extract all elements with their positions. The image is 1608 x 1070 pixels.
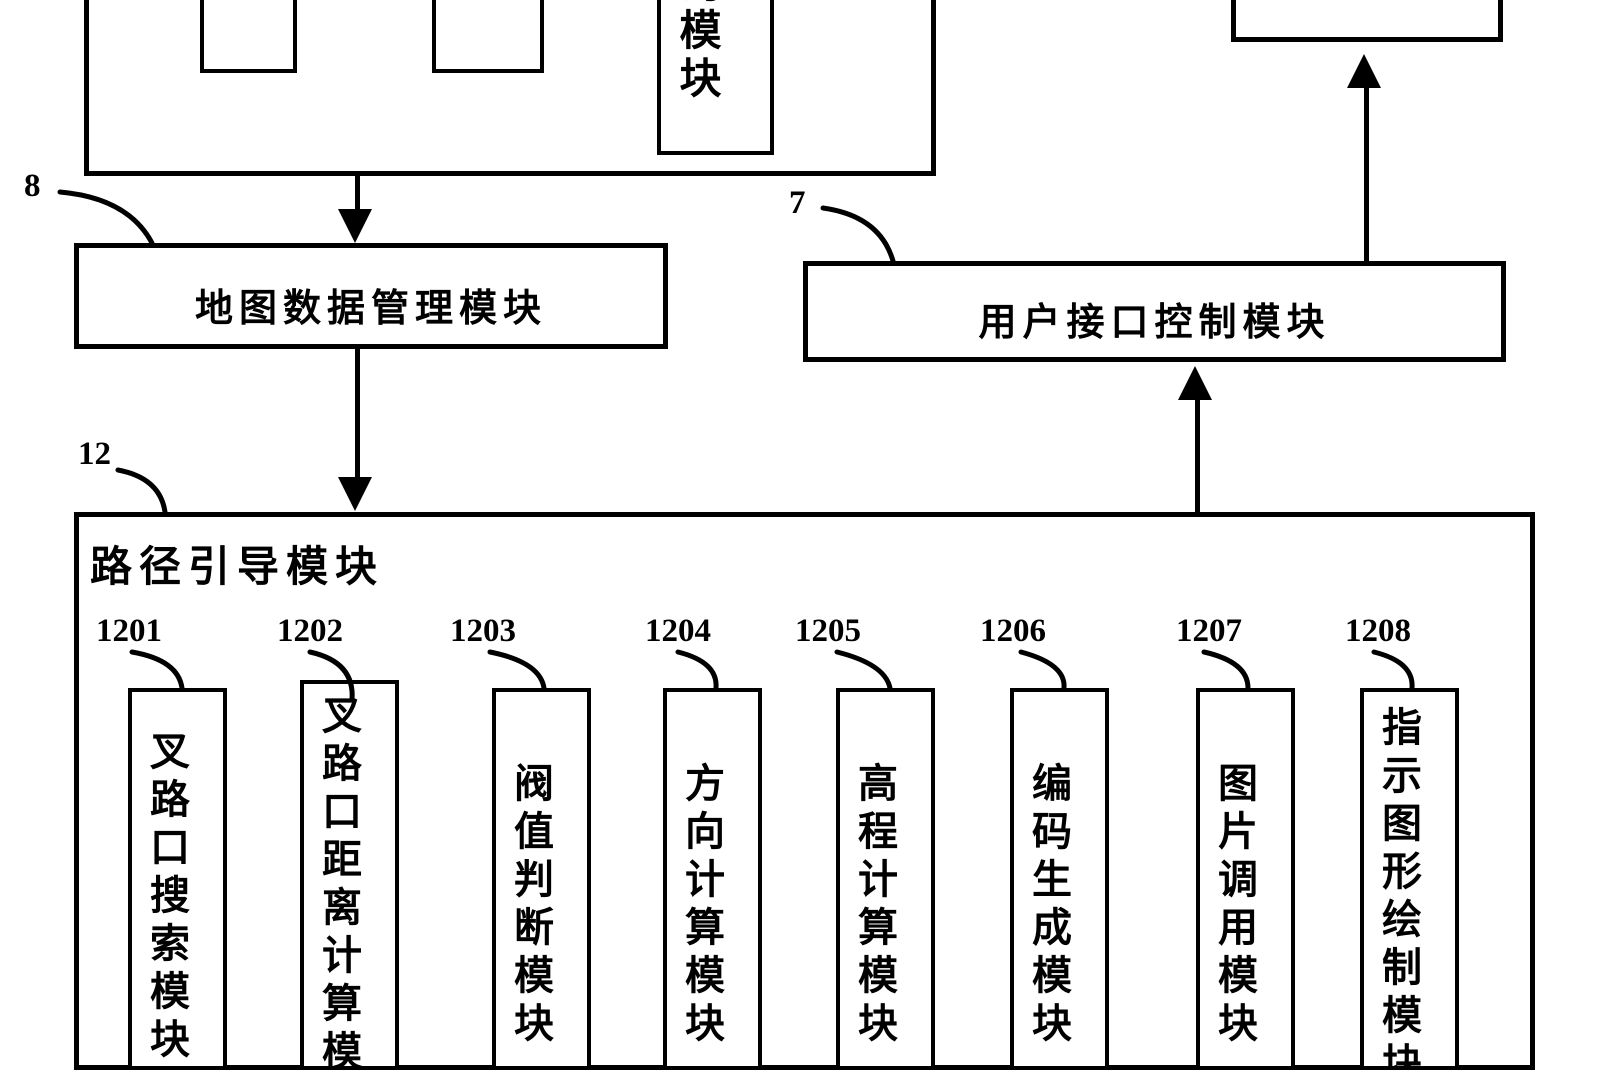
arrow-pathguidance-to-uicontrol: [1178, 366, 1212, 400]
arrow-mapdata-to-pathguidance: [338, 477, 372, 511]
submodule-label-1208: 指示图形绘制模块: [1375, 706, 1421, 1070]
submodule-box-1207: [1196, 688, 1295, 1070]
submodule-box-1205: [836, 688, 935, 1070]
ref-numeral-1203: 1203: [450, 613, 516, 649]
submodule-label-1202: 叉路口距离计算模块: [315, 694, 361, 1070]
path-guidance-module-label: 路径引导模块: [90, 542, 385, 591]
arrow-topcontainer-to-mapdata: [338, 209, 372, 243]
submodule-label-1205: 高程计算模块: [851, 762, 897, 1050]
path-guidance-module-box: [74, 512, 1535, 1070]
ref-numeral-1208: 1208: [1345, 613, 1411, 649]
ui-control-module-label: 用户接口控制模块: [978, 300, 1331, 344]
connector-pathguidance-to-uicontrol: [1195, 400, 1200, 512]
ref-numeral-1201: 1201: [96, 613, 162, 649]
ref-numeral-8: 8: [24, 168, 41, 204]
connector-topcontainer-to-mapdata: [355, 173, 360, 211]
top-container-inner-box-2: [432, 0, 544, 73]
ref-numeral-1206: 1206: [980, 613, 1046, 649]
submodule-label-1207: 图片调用模块: [1211, 762, 1257, 1050]
top-container-query-module-label: 询模块: [673, 0, 722, 104]
submodule-box-1202: [300, 680, 399, 1070]
submodule-label-1206: 编码生成模块: [1025, 762, 1071, 1050]
connector-mapdata-to-pathguidance: [355, 347, 360, 477]
arrow-uicontrol-to-topright: [1347, 54, 1381, 88]
submodule-label-1203: 阀值判断模块: [507, 762, 553, 1050]
map-data-management-module-box: [74, 243, 668, 349]
ref-numeral-1207: 1207: [1176, 613, 1242, 649]
connector-uicontrol-to-topright: [1364, 88, 1369, 261]
ui-control-module-box: [803, 261, 1506, 362]
submodule-label-1201: 叉路口搜索模块: [143, 730, 189, 1066]
top-container-inner-box-1: [200, 0, 297, 73]
ref-numeral-7: 7: [789, 185, 806, 221]
submodule-label-1204: 方向计算模块: [678, 762, 724, 1050]
ref-numeral-1202: 1202: [277, 613, 343, 649]
top-right-box: [1231, 0, 1503, 42]
ref-numeral-1205: 1205: [795, 613, 861, 649]
ref-numeral-12: 12: [78, 436, 111, 472]
map-data-management-module-label: 地图数据管理模块: [194, 286, 547, 330]
ref-numeral-1204: 1204: [645, 613, 711, 649]
top-container-query-module-box: [657, 0, 774, 155]
